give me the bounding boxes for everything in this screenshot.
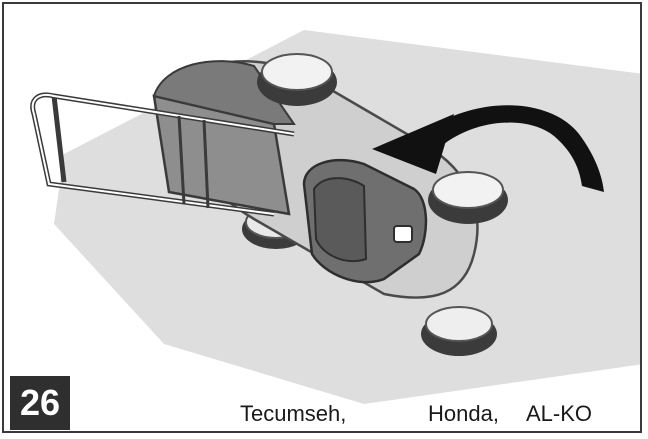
brand-label-tecumseh: Tecumseh, xyxy=(240,401,347,426)
handle-bar-inner xyxy=(31,94,295,215)
step-number-badge: 26 xyxy=(10,376,70,430)
fuel-cap xyxy=(393,225,413,243)
rear-right-wheel xyxy=(421,306,497,356)
front-left-wheel xyxy=(257,53,337,106)
rotate-arrow-head xyxy=(372,114,454,174)
instruction-frame: 26 Tecumseh, Honda, AL-KO xyxy=(2,2,642,433)
front-right-wheel xyxy=(428,171,508,224)
lawnmower-illustration xyxy=(30,30,640,404)
rotate-arrow-icon xyxy=(424,105,604,192)
brand-label-honda: Honda, xyxy=(428,401,499,426)
engine-cover xyxy=(312,177,368,263)
brand-label-alko: AL-KO xyxy=(526,401,593,426)
handle-bar-upright xyxy=(177,115,210,209)
